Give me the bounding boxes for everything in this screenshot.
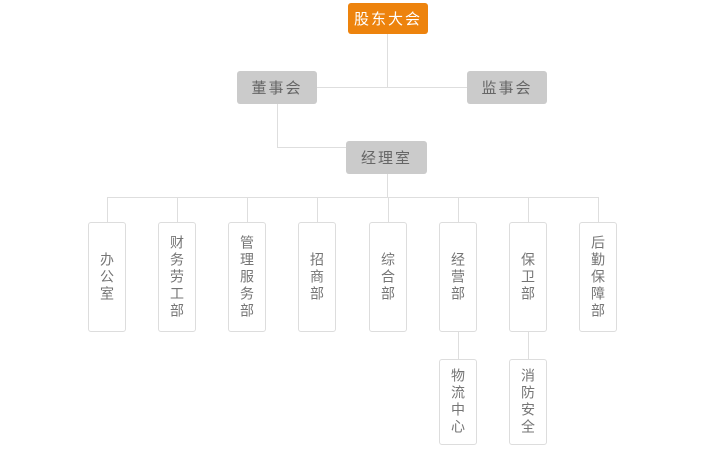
node-supervisory-board[interactable]: 监事会 bbox=[467, 71, 547, 104]
node-label: 综合部 bbox=[380, 251, 396, 303]
connector-line bbox=[277, 104, 278, 147]
node-manager-office[interactable]: 经理室 bbox=[346, 141, 427, 174]
node-label: 物流中心 bbox=[450, 368, 466, 436]
node-label: 消防安全 bbox=[520, 368, 536, 436]
connector-line bbox=[177, 197, 178, 222]
node-dept-general[interactable]: 综合部 bbox=[369, 222, 407, 332]
connector-line bbox=[458, 332, 459, 359]
connector-line bbox=[277, 147, 346, 148]
node-dept-management-service[interactable]: 管理服务部 bbox=[228, 222, 266, 332]
node-dept-investment[interactable]: 招商部 bbox=[298, 222, 336, 332]
node-sub-fire-safety[interactable]: 消防安全 bbox=[509, 359, 547, 445]
connector-line bbox=[317, 87, 467, 88]
connector-line bbox=[387, 34, 388, 87]
connector-line bbox=[387, 174, 388, 197]
connector-line bbox=[247, 197, 248, 222]
node-label: 管理服务部 bbox=[239, 234, 255, 320]
node-label: 招商部 bbox=[309, 251, 325, 303]
node-dept-operations[interactable]: 经营部 bbox=[439, 222, 477, 332]
node-label: 保卫部 bbox=[520, 251, 536, 303]
connector-line bbox=[107, 197, 108, 222]
node-sub-logistics-center[interactable]: 物流中心 bbox=[439, 359, 477, 445]
node-label: 经营部 bbox=[450, 251, 466, 303]
node-shareholders-meeting[interactable]: 股东大会 bbox=[348, 3, 428, 34]
connector-line bbox=[317, 197, 318, 222]
node-dept-office[interactable]: 办公室 bbox=[88, 222, 126, 332]
node-dept-security[interactable]: 保卫部 bbox=[509, 222, 547, 332]
connector-line bbox=[107, 197, 598, 198]
connector-line bbox=[528, 197, 529, 222]
node-label: 办公室 bbox=[99, 251, 115, 303]
node-board-of-directors[interactable]: 董事会 bbox=[237, 71, 317, 104]
connector-line bbox=[388, 197, 389, 222]
node-dept-logistics-support[interactable]: 后勤保障部 bbox=[579, 222, 617, 332]
node-label: 后勤保障部 bbox=[590, 234, 606, 320]
connector-line bbox=[598, 197, 599, 222]
connector-line bbox=[458, 197, 459, 222]
node-label: 财务劳工部 bbox=[169, 234, 185, 320]
node-dept-finance-labor[interactable]: 财务劳工部 bbox=[158, 222, 196, 332]
connector-line bbox=[528, 332, 529, 359]
